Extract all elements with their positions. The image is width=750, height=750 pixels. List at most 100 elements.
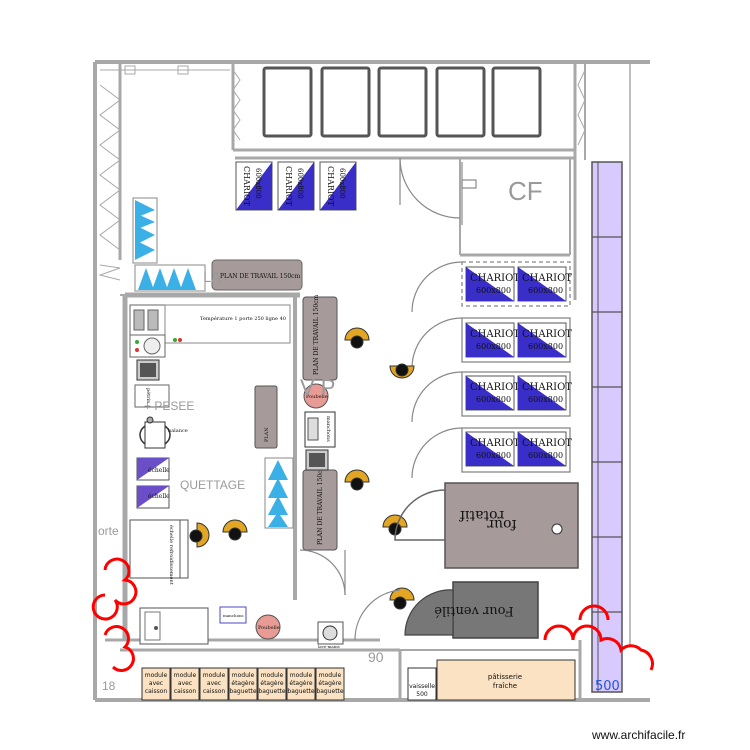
svg-text:caisson: caisson xyxy=(145,688,168,695)
svg-text:PLAN DE TRAVAIL 150cm: PLAN DE TRAVAIL 150cm xyxy=(317,465,324,545)
svg-text:étagère: étagère xyxy=(318,680,342,687)
door-arcs-upper xyxy=(399,157,477,225)
svg-text:module: module xyxy=(145,672,168,679)
svg-text:600x800: 600x800 xyxy=(528,286,563,295)
svg-text:CHARIOT: CHARIOT xyxy=(470,273,520,284)
svg-text:PLAN DE TRAVAIL 150cm: PLAN DE TRAVAIL 150cm xyxy=(313,295,320,375)
room-label-porte: orte xyxy=(98,524,119,538)
poubelle-center: Poubelle xyxy=(303,383,329,409)
svg-text:échelle refroidissement: échelle refroidissement xyxy=(168,525,175,585)
svg-text:manchons: manchons xyxy=(325,416,331,442)
svg-text:CHARIOT: CHARIOT xyxy=(326,166,335,207)
room-label-pesee: + PESEE xyxy=(144,399,194,413)
svg-text:baguette: baguette xyxy=(229,688,256,695)
door-arcs-lower xyxy=(299,549,401,641)
svg-text:module: module xyxy=(203,672,226,679)
four-ventile: Four ventilé xyxy=(404,581,539,639)
svg-text:CHARIOT: CHARIOT xyxy=(522,273,572,284)
svg-text:avec: avec xyxy=(207,680,221,687)
triangle-rack-top xyxy=(134,264,206,292)
room-label-faconnage: QUETTAGE xyxy=(180,478,245,492)
partial-label-la: LA xyxy=(203,270,221,286)
svg-text:module: module xyxy=(319,672,342,679)
lave-mains: lave-mains xyxy=(317,621,344,649)
triangle-rack-left xyxy=(132,197,158,264)
small-box-purple: manchons xyxy=(219,606,247,624)
svg-text:rotatif: rotatif xyxy=(458,507,504,523)
svg-text:PLAN: PLAN xyxy=(264,427,270,442)
room-label-vp: V P xyxy=(300,375,335,400)
svg-text:Température 1 porte 250 ligne: Température 1 porte 250 ligne 40 xyxy=(200,315,286,322)
svg-text:600x800: 600x800 xyxy=(254,168,262,199)
svg-text:baguette: baguette xyxy=(258,688,285,695)
svg-text:600x800: 600x800 xyxy=(528,342,563,351)
svg-text:CHARIOT: CHARIOT xyxy=(470,438,520,449)
svg-text:pétrin: pétrin xyxy=(145,388,152,404)
svg-text:vaisselle: vaisselle xyxy=(409,683,435,690)
room-label-cf: CF xyxy=(508,176,543,206)
svg-text:étagère: étagère xyxy=(289,680,313,687)
dim-label-500: 500 xyxy=(595,679,620,694)
svg-text:600x800: 600x800 xyxy=(296,168,304,199)
work-table-side: PLAN xyxy=(254,385,278,449)
svg-text:600x800: 600x800 xyxy=(476,451,511,460)
svg-text:600x800: 600x800 xyxy=(476,286,511,295)
svg-text:échelle: échelle xyxy=(148,493,170,500)
svg-text:avec: avec xyxy=(178,680,192,687)
red-symbols-left xyxy=(91,557,138,672)
svg-text:600x800: 600x800 xyxy=(476,395,511,404)
svg-text:CHARIOT: CHARIOT xyxy=(522,329,572,340)
svg-text:CHARIOT: CHARIOT xyxy=(522,382,572,393)
svg-text:caisson: caisson xyxy=(174,688,197,695)
echelle-racks: échelle échelle xyxy=(136,457,170,509)
svg-text:caisson: caisson xyxy=(203,688,226,695)
svg-text:étagère: étagère xyxy=(260,680,284,687)
svg-text:600x800: 600x800 xyxy=(528,395,563,404)
svg-text:600x800: 600x800 xyxy=(528,451,563,460)
svg-text:étagère: étagère xyxy=(231,680,255,687)
svg-text:baguette: baguette xyxy=(316,688,343,695)
module-row: module avec caisson module avec caisson … xyxy=(141,667,345,701)
svg-text:module: module xyxy=(290,672,313,679)
red-symbols-right xyxy=(543,604,654,671)
svg-text:CHARIOT: CHARIOT xyxy=(470,329,520,340)
svg-text:Poubelle: Poubelle xyxy=(258,625,280,631)
svg-text:600x800: 600x800 xyxy=(338,168,346,199)
svg-text:CHARIOT: CHARIOT xyxy=(470,382,520,393)
svg-text:pâtisserie: pâtisserie xyxy=(488,673,522,681)
patisserie-unit: pâtisserie fraîche xyxy=(436,659,576,701)
small-oven-center xyxy=(305,449,329,471)
svg-text:module: module xyxy=(232,672,255,679)
svg-text:fraîche: fraîche xyxy=(493,682,517,690)
refroidissement-unit: échelle refroidissement xyxy=(129,519,189,585)
svg-text:avec: avec xyxy=(149,680,163,687)
svg-text:lave-mains: lave-mains xyxy=(318,644,340,649)
equipment-cluster-left: Température 1 porte 250 ligne 40 pétrin xyxy=(129,304,291,408)
svg-text:CHARIOT: CHARIOT xyxy=(522,438,572,449)
chariots-right: CHARIOT 600x800 CHARIOT 600x800 CHARIOT … xyxy=(411,261,572,479)
svg-text:CHARIOT: CHARIOT xyxy=(242,166,251,207)
yellow-chairs xyxy=(189,327,415,610)
walls xyxy=(93,60,650,702)
work-table-center-upper: PLAN DE TRAVAIL 150cm xyxy=(302,295,338,381)
vaisselle-unit: vaisselle 500 xyxy=(407,667,437,701)
top-windows xyxy=(262,66,542,138)
evier-sink xyxy=(139,607,209,645)
svg-text:Poubelle: Poubelle xyxy=(306,394,328,400)
svg-text:four: four xyxy=(487,516,517,532)
svg-text:600x800: 600x800 xyxy=(476,342,511,351)
work-table-top: PLAN DE TRAVAIL 150cm xyxy=(211,259,303,291)
svg-text:balance: balance xyxy=(168,428,188,434)
dim-label-90: 90 xyxy=(368,649,384,665)
svg-text:module: module xyxy=(261,672,284,679)
svg-text:PLAN DE TRAVAIL 150cm: PLAN DE TRAVAIL 150cm xyxy=(220,273,300,280)
chariots-top: CHARIOT 600x800 CHARIOT 600x800 CHARIOT … xyxy=(235,161,357,211)
four-rotatif: four rotatif xyxy=(394,482,579,569)
svg-text:CHARIOT: CHARIOT xyxy=(284,166,293,207)
svg-text:baguette: baguette xyxy=(287,688,314,695)
svg-text:manchons: manchons xyxy=(223,613,244,618)
triangle-rack-center xyxy=(264,457,294,529)
work-table-center-lower: PLAN DE TRAVAIL 150cm xyxy=(302,465,338,551)
poubelle-bottom: Poubelle xyxy=(255,614,281,640)
